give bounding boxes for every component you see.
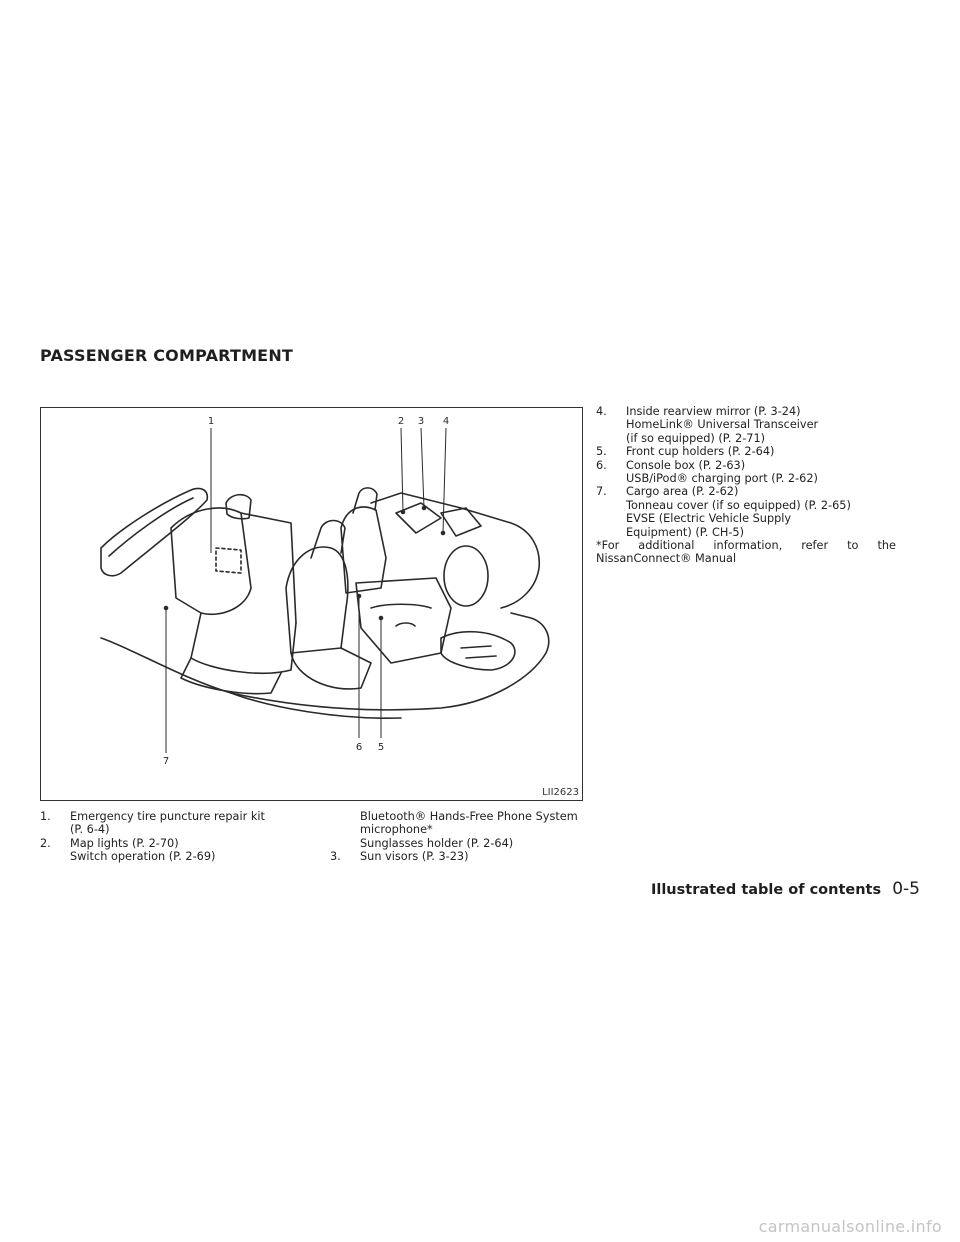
- legend-column-1: 1. Emergency tire puncture repair kit (P…: [40, 810, 310, 864]
- callout-2: 2: [398, 416, 404, 427]
- callout-6: 6: [356, 742, 362, 753]
- legend-item-2: 2. Map lights (P. 2-70) Switch operation…: [40, 836, 216, 864]
- callout-5: 5: [378, 742, 384, 753]
- legend-item-1: 1. Emergency tire puncture repair kit (P…: [40, 810, 265, 837]
- interior-illustration: 1 2 3 4 5 6 7 LII2623: [40, 407, 583, 801]
- callout-4: 4: [443, 416, 449, 427]
- footnote: *For additional information, refer to th…: [596, 539, 896, 566]
- legend-column-3: 4. Inside rearview mirror (P. 3-24) Home…: [596, 405, 896, 566]
- passenger-compartment-drawing: 1 2 3 4 5 6 7: [100, 416, 550, 767]
- page-footer: Illustrated table of contents 0-5: [651, 879, 920, 899]
- legend-column-2: Bluetooth® Hands-Free Phone System micro…: [330, 810, 590, 864]
- legend-item-2-continued: Bluetooth® Hands-Free Phone System micro…: [360, 810, 578, 850]
- footer-title: Illustrated table of contents: [650, 882, 882, 898]
- figure-code: LII2623: [542, 787, 579, 798]
- section-title: PASSENGER COMPARTMENT: [40, 346, 294, 365]
- legend-item-5: 5. Front cup holders (P. 2-64): [596, 445, 775, 459]
- legend-item-7: 7. Cargo area (P. 2-62) Tonneau cover (i…: [596, 485, 851, 539]
- callout-7: 7: [163, 756, 169, 767]
- callout-1: 1: [208, 416, 214, 427]
- legend-item-6: 6. Console box (P. 2-63) USB/iPod® charg…: [596, 458, 818, 486]
- callout-3: 3: [418, 416, 424, 427]
- page-number: 0-5: [892, 879, 920, 899]
- legend-item-4: 4. Inside rearview mirror (P. 3-24) Home…: [596, 405, 819, 445]
- watermark: carmanualsonline.info: [758, 1217, 942, 1236]
- legend-item-3: 3. Sun visors (P. 3-23): [330, 850, 469, 864]
